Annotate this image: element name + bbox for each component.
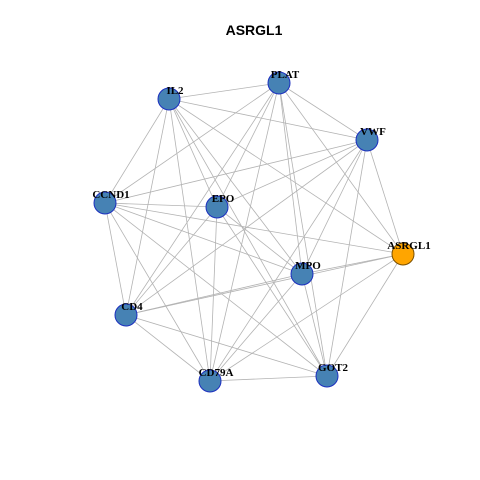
graph-title: ASRGL1 [226, 22, 283, 38]
edge-asrgl1-cd4 [125, 253, 404, 316]
edge-vwf-cd79a [209, 139, 368, 382]
edge-ccnd1-cd79a [104, 202, 211, 382]
edge-epo-mpo [216, 206, 303, 275]
edge-vwf-ccnd1 [104, 139, 368, 204]
node-asrgl1[interactable] [391, 242, 415, 266]
edge-epo-cd4 [125, 206, 218, 316]
edge-ccnd1-got2 [104, 202, 328, 377]
edge-il2-plat [168, 82, 280, 100]
node-label-mpo: MPO [295, 260, 321, 272]
edge-plat-epo [216, 82, 280, 208]
node-label-ccnd1: CCND1 [92, 189, 129, 201]
edge-vwf-asrgl1 [366, 139, 404, 255]
node-got2[interactable] [315, 364, 339, 388]
edge-plat-got2 [278, 82, 328, 377]
edge-il2-ccnd1 [104, 98, 170, 204]
edge-layer [104, 82, 404, 382]
edge-il2-got2 [168, 98, 328, 377]
edge-mpo-cd79a [209, 273, 303, 382]
edge-asrgl1-cd79a [209, 253, 404, 382]
edge-vwf-got2 [326, 139, 368, 377]
node-mpo[interactable] [290, 262, 314, 286]
edge-ccnd1-mpo [104, 202, 303, 275]
node-label-cd79a: CD79A [199, 367, 234, 379]
node-layer [93, 71, 415, 393]
edge-plat-ccnd1 [104, 82, 280, 204]
node-label-asrgl1: ASRGL1 [387, 240, 430, 252]
edge-ccnd1-epo [104, 202, 218, 208]
edge-mpo-cd4 [125, 273, 303, 316]
node-label-cd4: CD4 [121, 301, 143, 313]
edge-mpo-got2 [301, 273, 328, 377]
edge-ccnd1-cd4 [104, 202, 127, 316]
node-label-plat: PLAT [271, 69, 300, 81]
node-label-vwf: VWF [360, 126, 386, 138]
edge-plat-vwf [278, 82, 368, 141]
edge-ccnd1-asrgl1 [104, 202, 404, 255]
node-cd79a[interactable] [198, 369, 222, 393]
edge-il2-mpo [168, 98, 303, 275]
edge-plat-mpo [278, 82, 303, 275]
edge-plat-cd79a [209, 82, 280, 382]
edge-asrgl1-got2 [326, 253, 404, 377]
node-ccnd1[interactable] [93, 191, 117, 215]
edge-plat-asrgl1 [278, 82, 404, 255]
edge-vwf-epo [216, 139, 368, 208]
edge-il2-cd4 [125, 98, 170, 316]
edge-il2-vwf [168, 98, 368, 141]
edge-epo-cd79a [209, 206, 218, 382]
node-label-il2: IL2 [166, 85, 184, 97]
edge-cd4-got2 [125, 314, 328, 377]
node-plat[interactable] [267, 71, 291, 95]
node-label-epo: EPO [212, 193, 235, 205]
node-il2[interactable] [157, 87, 181, 111]
edge-cd4-cd79a [125, 314, 211, 382]
edge-cd79a-got2 [209, 375, 328, 382]
node-cd4[interactable] [114, 303, 138, 327]
node-vwf[interactable] [355, 128, 379, 152]
edge-plat-cd4 [125, 82, 280, 316]
edge-vwf-mpo [301, 139, 368, 275]
node-epo[interactable] [205, 195, 229, 219]
node-label-got2: GOT2 [318, 362, 348, 374]
edge-epo-got2 [216, 206, 328, 377]
